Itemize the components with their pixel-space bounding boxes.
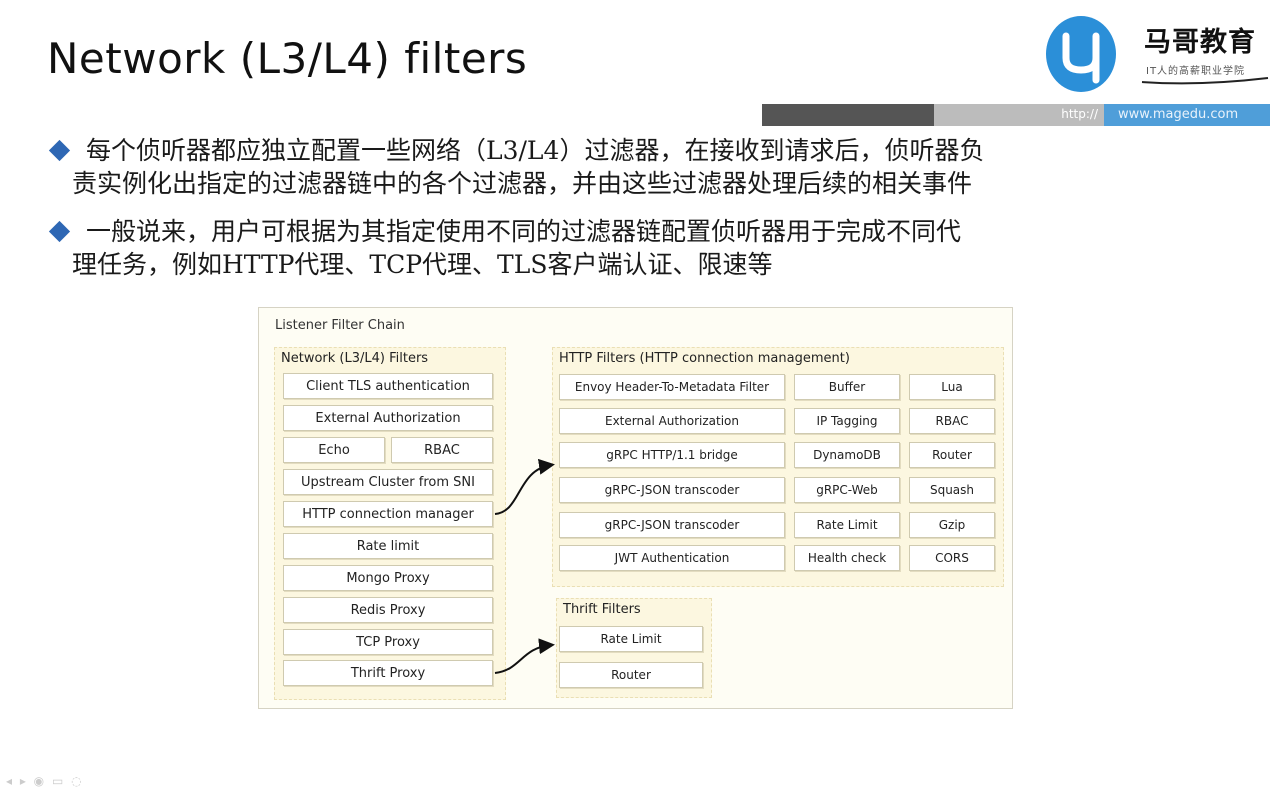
network-filter-client-tls: Client TLS authentication — [283, 373, 493, 399]
network-filter-tcp-proxy: TCP Proxy — [283, 629, 493, 655]
presentation-controls-icon[interactable]: ◂ ▸ ◉ ▭ ◌ — [6, 774, 84, 788]
http-filter-router: Router — [909, 442, 995, 468]
listener-filter-chain-diagram: Listener Filter Chain Network (L3/L4) Fi… — [258, 307, 1013, 709]
http-filter-header-to-metadata: Envoy Header-To-Metadata Filter — [559, 374, 785, 400]
network-filter-mongo-proxy: Mongo Proxy — [283, 565, 493, 591]
http-filter-jwt-authentication: JWT Authentication — [559, 545, 785, 571]
thrift-filters-title: Thrift Filters — [563, 602, 641, 617]
http-filter-grpc-web: gRPC-Web — [794, 477, 900, 503]
network-filter-echo: Echo — [283, 437, 385, 463]
http-filter-grpc-json-transcoder: gRPC-JSON transcoder — [559, 512, 785, 538]
url-bar-mid-segment: http:// — [934, 104, 1104, 126]
url-bar: http:// www.magedu.com — [762, 104, 1270, 126]
http-filter-rate-limit: Rate Limit — [794, 512, 900, 538]
logo-swoosh-icon — [1141, 77, 1269, 85]
network-filter-rate-limit: Rate limit — [283, 533, 493, 559]
bullet-text-line: 理任务，例如HTTP代理、TCP代理、TLS客户端认证、限速等 — [72, 250, 773, 279]
url-site: www.magedu.com — [1118, 107, 1239, 122]
bullet-text-line: 责实例化出指定的过滤器链中的各个过滤器，并由这些过滤器处理后续的相关事件 — [72, 169, 973, 198]
thrift-filter-router: Router — [559, 662, 703, 688]
http-filter-cors: CORS — [909, 545, 995, 571]
network-filter-redis-proxy: Redis Proxy — [283, 597, 493, 623]
bullet-text-line: 一般说来，用户可根据为其指定使用不同的过滤器链配置侦听器用于完成不同代 — [86, 217, 962, 246]
url-prefix: http:// — [1061, 107, 1098, 121]
bullet-text-line: 每个侦听器都应独立配置一些网络（L3/L4）过滤器，在接收到请求后，侦听器负 — [86, 136, 985, 165]
thrift-filter-rate-limit: Rate Limit — [559, 626, 703, 652]
logo: 马哥教育 IT人的高薪职业学院 — [1040, 10, 1269, 100]
slide-title: Network (L3/L4) filters — [47, 34, 528, 83]
bullet-item: 每个侦听器都应独立配置一些网络（L3/L4）过滤器，在接收到请求后，侦听器负 责… — [48, 134, 1227, 200]
http-filter-lua: Lua — [909, 374, 995, 400]
http-filter-grpc-json-transcoder: gRPC-JSON transcoder — [559, 477, 785, 503]
http-filter-squash: Squash — [909, 477, 995, 503]
network-filter-external-authorization: External Authorization — [283, 405, 493, 431]
network-filters-title: Network (L3/L4) Filters — [281, 351, 429, 366]
network-filter-rbac: RBAC — [391, 437, 493, 463]
http-filter-buffer: Buffer — [794, 374, 900, 400]
url-bar-blue-segment: www.magedu.com — [1104, 104, 1270, 126]
http-filter-dynamodb: DynamoDB — [794, 442, 900, 468]
logo-slogan: IT人的高薪职业学院 — [1146, 66, 1246, 77]
http-filter-health-check: Health check — [794, 545, 900, 571]
http-filter-grpc-http-bridge: gRPC HTTP/1.1 bridge — [559, 442, 785, 468]
url-bar-dark-segment — [762, 104, 934, 126]
http-filter-gzip: Gzip — [909, 512, 995, 538]
network-filter-thrift-proxy: Thrift Proxy — [283, 660, 493, 686]
http-filter-rbac: RBAC — [909, 408, 995, 434]
magedu-logo-icon — [1046, 16, 1116, 92]
logo-name: 马哥教育 — [1144, 27, 1256, 58]
network-filter-upstream-cluster-sni: Upstream Cluster from SNI — [283, 469, 493, 495]
bullet-item: 一般说来，用户可根据为其指定使用不同的过滤器链配置侦听器用于完成不同代 理任务，… — [48, 215, 1227, 281]
diagram-title: Listener Filter Chain — [275, 318, 405, 333]
http-filter-ip-tagging: IP Tagging — [794, 408, 900, 434]
http-filter-external-authorization: External Authorization — [559, 408, 785, 434]
http-filters-title: HTTP Filters (HTTP connection management… — [559, 351, 850, 366]
network-filter-http-connection-manager: HTTP connection manager — [283, 501, 493, 527]
